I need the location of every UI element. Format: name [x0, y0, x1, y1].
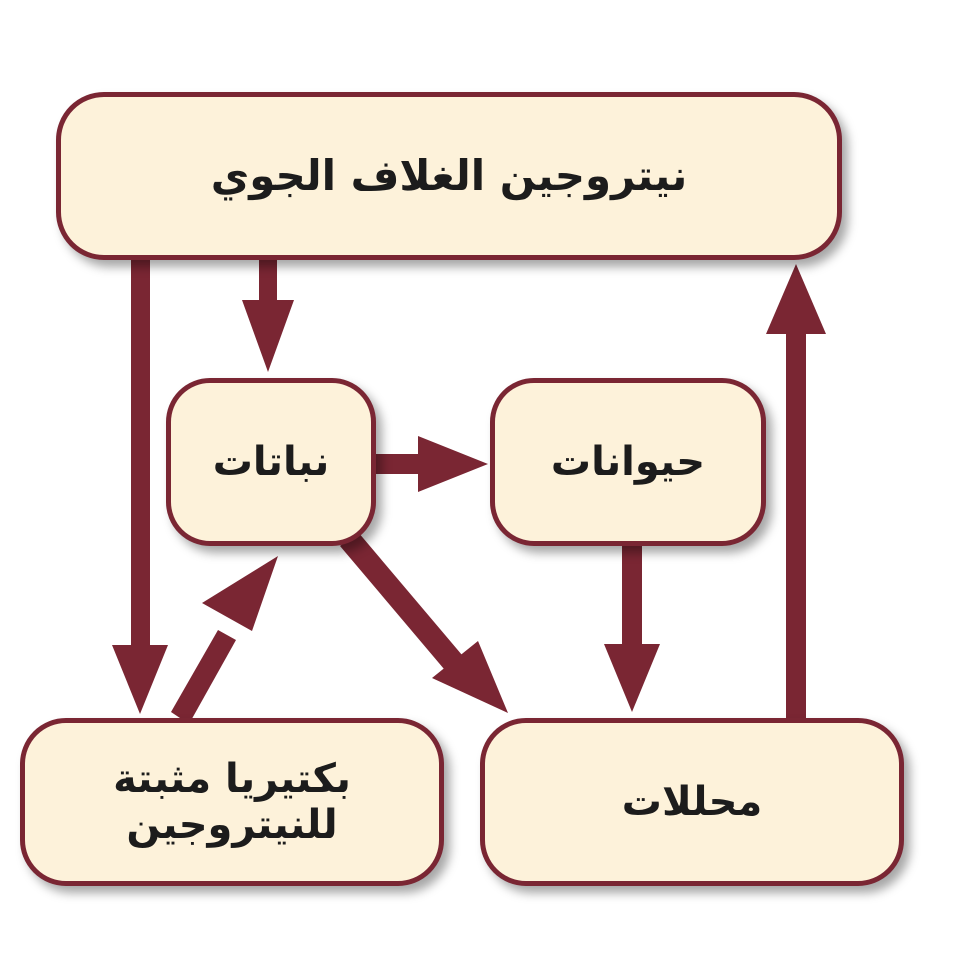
- plants-label: نباتات: [212, 439, 330, 485]
- arrow-plants-to-decomposers: [340, 532, 508, 713]
- nitrogen-fixing-bacteria-label: بكتيريا مثبتة للنيتروجين: [113, 756, 351, 848]
- decomposers-label: محللات: [621, 779, 763, 825]
- arrow-atmosphere-to-plants: [242, 258, 294, 372]
- plants-box: نباتات: [166, 378, 376, 546]
- nitrogen-fixing-bacteria-box: بكتيريا مثبتة للنيتروجين: [20, 718, 444, 886]
- animals-label: حيوانات: [550, 439, 706, 485]
- decomposers-box: محللات: [480, 718, 904, 886]
- arrow-animals-to-decomposers: [604, 544, 660, 712]
- arrow-decomposers-to-atmosphere: [766, 264, 826, 720]
- atmospheric-nitrogen-box: نيتروجين الغلاف الجوي: [56, 92, 842, 260]
- atmospheric-nitrogen-label: نيتروجين الغلاف الجوي: [210, 150, 688, 200]
- animals-box: حيوانات: [490, 378, 766, 546]
- arrow-bacteria-to-plants: [171, 556, 278, 724]
- arrow-plants-to-animals: [374, 436, 488, 492]
- arrow-atmosphere-to-bacteria: [112, 258, 168, 714]
